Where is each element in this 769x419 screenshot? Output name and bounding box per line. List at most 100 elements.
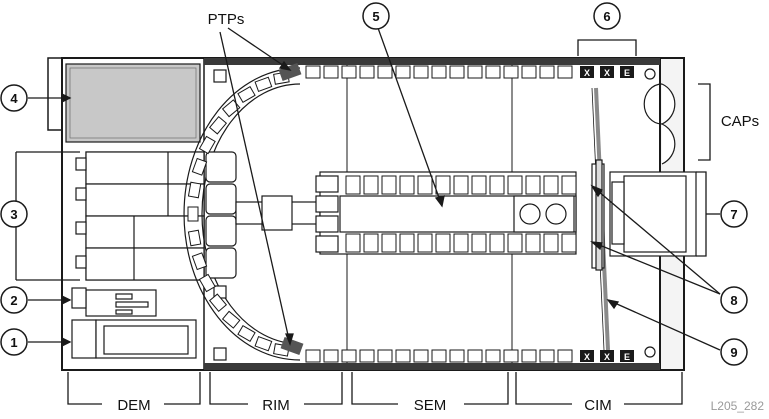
track-slot	[187, 206, 199, 222]
track-slot	[191, 157, 208, 176]
slot-marker-top-2: X	[604, 68, 610, 78]
track-slot	[254, 76, 273, 93]
cartridge-slot	[503, 65, 519, 79]
callout-9: 9	[720, 338, 748, 366]
svg-text:3: 3	[10, 207, 17, 222]
cartridge-slot	[471, 233, 487, 253]
cartridge-slot	[543, 233, 559, 253]
cartridge-slot	[363, 175, 379, 195]
cartridge-slot	[467, 65, 483, 79]
slot-marker-top-3: E	[624, 68, 630, 78]
center-cartridge-slots	[345, 175, 577, 253]
cartridge-slot	[521, 349, 537, 363]
track-slot	[198, 135, 216, 155]
svg-text:7: 7	[730, 207, 737, 222]
cartridge-slot	[395, 65, 411, 79]
cartridge-slot	[431, 349, 447, 363]
track-slot	[198, 273, 216, 293]
track-slot	[208, 116, 228, 135]
cartridge-slot	[377, 65, 393, 79]
rim-label: RIM	[262, 397, 290, 414]
component-1	[71, 319, 197, 359]
cartridge-slot	[305, 349, 321, 363]
cartridge-slot	[543, 175, 559, 195]
cartridge-slot	[435, 233, 451, 253]
callout-8: 8	[720, 286, 748, 314]
cartridge-slot	[323, 349, 339, 363]
center-disc-right	[545, 203, 567, 225]
track-slot	[187, 229, 202, 247]
cartridge-slot	[395, 349, 411, 363]
cartridge-slot	[485, 65, 501, 79]
rim-module	[183, 67, 321, 361]
cartridge-slot	[413, 65, 429, 79]
cartridge-slot	[345, 175, 361, 195]
cartridge-slot	[485, 349, 501, 363]
cartridge-slot	[525, 175, 541, 195]
cartridge-slot	[449, 349, 465, 363]
cartridge-slot	[453, 233, 469, 253]
ptp-bottom	[280, 336, 304, 356]
sem-label: SEM	[414, 397, 447, 414]
svg-text:9: 9	[730, 345, 737, 360]
cartridge-slot	[435, 175, 451, 195]
top-rail	[204, 58, 660, 65]
cartridge-slot	[453, 175, 469, 195]
cartridge-slot	[449, 65, 465, 79]
callout-5: 5	[362, 2, 390, 30]
cartridge-slot	[539, 349, 555, 363]
gray-panel	[65, 63, 201, 143]
cartridge-slot	[503, 349, 519, 363]
cartridge-slot	[381, 175, 397, 195]
track-slot	[187, 181, 202, 199]
cartridge-slot	[399, 175, 415, 195]
callout-7: 7	[720, 200, 748, 228]
cartridge-slot	[525, 233, 541, 253]
dem-module	[65, 63, 205, 359]
cim-module	[591, 68, 697, 358]
svg-text:5: 5	[372, 9, 379, 24]
bottom-rail	[204, 363, 660, 370]
cartridge-slot	[417, 175, 433, 195]
track-slot	[208, 293, 228, 312]
cartridge-slot	[363, 233, 379, 253]
slot-marker-bottom-1: X	[584, 352, 590, 362]
cartridge-slot	[413, 349, 429, 363]
cartridge-slot	[489, 233, 505, 253]
cartridge-slot	[539, 65, 555, 79]
ptps-label: PTPs	[208, 11, 245, 28]
cartridge-slot	[359, 349, 375, 363]
cartridge-slot	[489, 175, 505, 195]
cartridge-slot	[381, 233, 397, 253]
cartridge-slot	[467, 349, 483, 363]
cartridge-slot	[507, 233, 523, 253]
track-slot	[221, 310, 241, 329]
slot-marker-top-1: X	[584, 68, 590, 78]
cartridge-slot	[431, 65, 447, 79]
slot-markers-bottom: X X E	[580, 350, 634, 362]
svg-text:6: 6	[603, 9, 610, 24]
callout-6: 6	[593, 2, 621, 30]
svg-text:4: 4	[10, 91, 18, 106]
ptp-top	[278, 62, 302, 82]
svg-text:1: 1	[10, 335, 17, 350]
cartridge-slot	[341, 349, 357, 363]
cartridge-slot	[359, 65, 375, 79]
cartridge-slot	[305, 65, 321, 79]
callout-3: 3	[0, 200, 28, 228]
track-slot	[237, 324, 256, 343]
cartridge-slot	[471, 175, 487, 195]
cartridge-slot	[557, 349, 573, 363]
center-disc-left	[519, 203, 541, 225]
cartridge-slot	[561, 233, 577, 253]
track-slot	[254, 335, 273, 352]
slot-markers-top: X X E	[580, 66, 634, 78]
cartridge-slot	[561, 175, 577, 195]
cartridge-slot	[377, 349, 393, 363]
cartridge-slot	[417, 233, 433, 253]
cim-label: CIM	[584, 397, 612, 414]
cartridge-slot	[507, 175, 523, 195]
track-slot	[191, 252, 208, 271]
callout-4: 4	[0, 84, 28, 112]
